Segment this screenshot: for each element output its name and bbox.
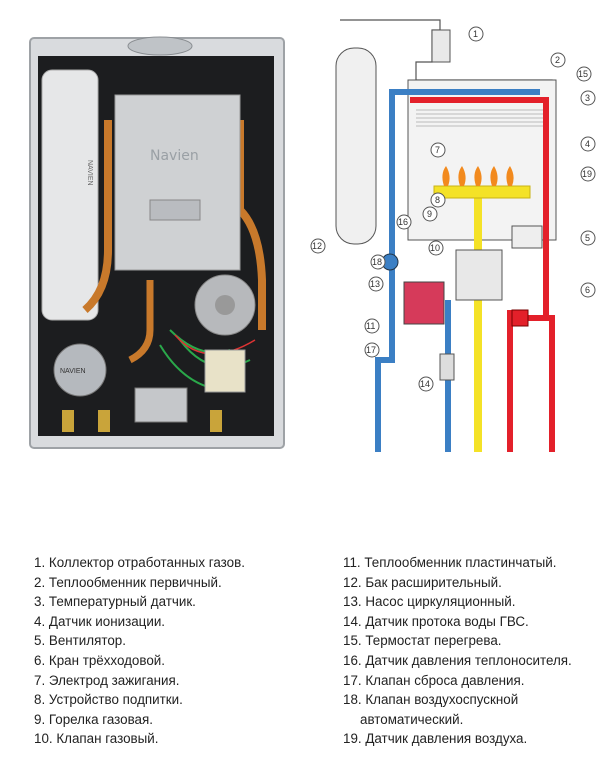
- callout-19: 19: [581, 167, 595, 181]
- burner: [434, 186, 530, 198]
- legend-left-column: 1. Коллектор отработанных газов. 2. Тепл…: [34, 553, 245, 749]
- legend-item: 16. Датчик давления теплоносителя.: [343, 651, 572, 671]
- callout-1: 1: [469, 27, 483, 41]
- three-way-valve: [512, 310, 528, 326]
- callout-9: 9: [423, 207, 437, 221]
- callout-14: 14: [419, 377, 433, 391]
- callout-8: 8: [431, 193, 445, 207]
- callout-7: 7: [431, 143, 445, 157]
- callout-10-label: 10: [430, 243, 440, 253]
- callout-17-label: 17: [366, 345, 376, 355]
- callout-5-label: 5: [585, 233, 590, 243]
- callout-16-label: 16: [398, 217, 408, 227]
- callout-11: 11: [365, 319, 379, 333]
- callout-4-label: 4: [585, 139, 590, 149]
- legend-item: 12. Бак расширительный.: [343, 573, 572, 593]
- callout-9-label: 9: [427, 209, 432, 219]
- callout-14-label: 14: [420, 379, 430, 389]
- legend-item: 14. Датчик протока воды ГВС.: [343, 612, 572, 632]
- legend-item: 19. Датчик давления воздуха.: [343, 729, 572, 749]
- callout-2: 2: [551, 53, 565, 67]
- legend-item: 18. Клапан воздухоспускной: [343, 690, 572, 710]
- legend-item: 6. Кран трёхходовой.: [34, 651, 245, 671]
- callout-3: 3: [581, 91, 595, 105]
- legend-item: 5. Вентилятор.: [34, 631, 245, 651]
- callout-5: 5: [581, 231, 595, 245]
- callout-1-label: 1: [473, 29, 478, 39]
- callout-6-label: 6: [585, 285, 590, 295]
- legend-item: 4. Датчик ионизации.: [34, 612, 245, 632]
- flue-duct: [432, 30, 450, 62]
- callout-11-label: 11: [366, 321, 375, 331]
- callout-18-label: 18: [372, 257, 382, 267]
- legend-item: 3. Температурный датчик.: [34, 592, 245, 612]
- flow-sensor: [440, 354, 454, 380]
- callout-17: 17: [365, 343, 379, 357]
- callout-15: 15: [577, 67, 591, 81]
- callout-3-label: 3: [585, 93, 590, 103]
- callout-16: 16: [397, 215, 411, 229]
- legend-item: 2. Теплообменник первичный.: [34, 573, 245, 593]
- gas-valve: [456, 250, 502, 300]
- callout-7-label: 7: [435, 145, 440, 155]
- callout-15-label: 15: [578, 69, 588, 79]
- legend-item: 15. Термостат перегрева.: [343, 631, 572, 651]
- callout-10: 10: [429, 241, 443, 255]
- fan: [512, 226, 542, 248]
- legend-item: 11. Теплообменник пластинчатый.: [343, 553, 572, 573]
- expansion-tank: [336, 48, 376, 244]
- legend-right-column: 11. Теплообменник пластинчатый. 12. Бак …: [343, 553, 572, 749]
- plate-heat-exchanger: [404, 282, 444, 324]
- callout-6: 6: [581, 283, 595, 297]
- callout-13-label: 13: [370, 279, 380, 289]
- callout-19-label: 19: [582, 169, 592, 179]
- callout-2-label: 2: [555, 55, 560, 65]
- legend-item: 17. Клапан сброса давления.: [343, 671, 572, 691]
- legend-item: 9. Горелка газовая.: [34, 710, 245, 730]
- hot-pipe-out: [546, 318, 552, 452]
- callout-12-label: 12: [312, 241, 322, 251]
- callout-18: 18: [371, 255, 385, 269]
- legend-item: 7. Электрод зажигания.: [34, 671, 245, 691]
- legend-item: 1. Коллектор отработанных газов.: [34, 553, 245, 573]
- callout-13: 13: [369, 277, 383, 291]
- legend-item: 10. Клапан газовый.: [34, 729, 245, 749]
- legend-item: 8. Устройство подпитки.: [34, 690, 245, 710]
- callout-4: 4: [581, 137, 595, 151]
- legend-item-continuation: автоматический.: [343, 710, 572, 730]
- legend-item: 13. Насос циркуляционный.: [343, 592, 572, 612]
- callout-12: 12: [311, 239, 325, 253]
- callout-8-label: 8: [435, 195, 440, 205]
